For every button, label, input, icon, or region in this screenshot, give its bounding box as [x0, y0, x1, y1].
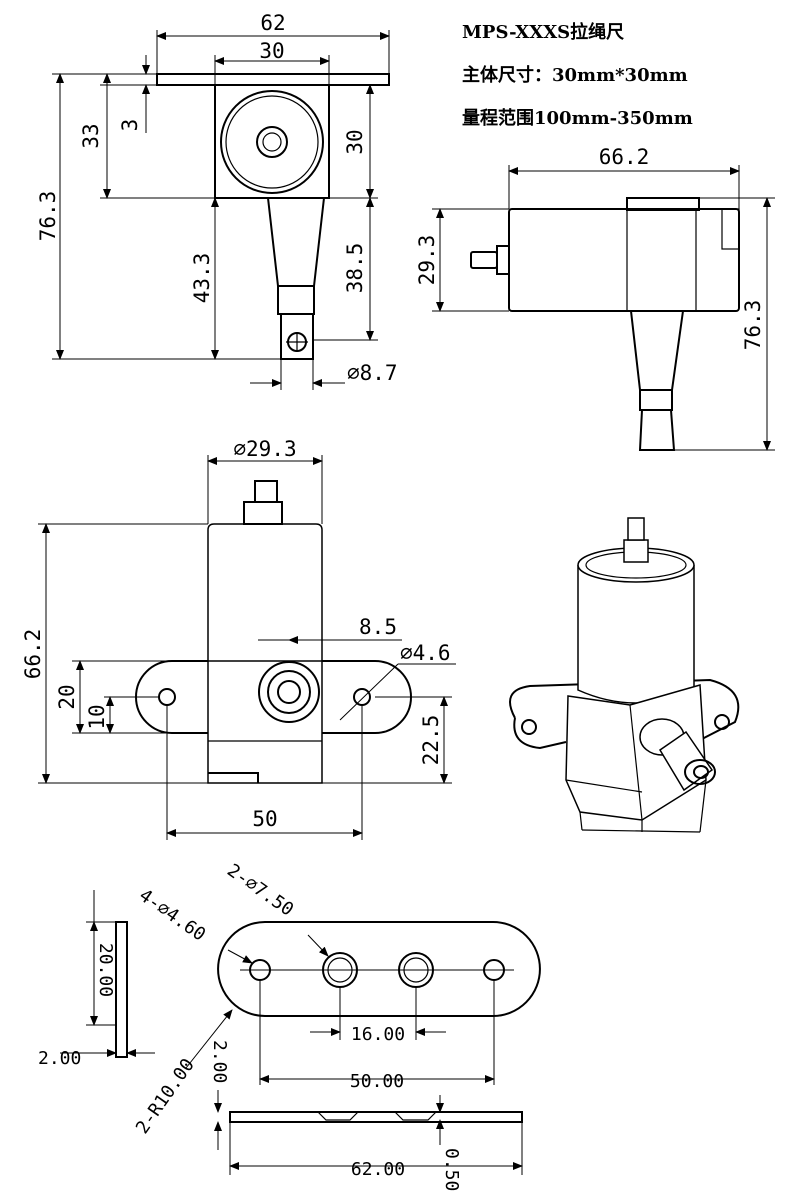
dim-62: 62 [260, 11, 285, 35]
dim-22-5: 22.5 [419, 715, 443, 766]
body-square [214, 84, 330, 199]
dim-30-top: 30 [259, 39, 284, 63]
spool-circle [220, 90, 324, 194]
dim-diameter-4-6: ⌀4.6 [400, 641, 451, 665]
label-4-holes: 4-⌀4.60 [135, 885, 209, 946]
dim-2-00-left: 2.00 [38, 1048, 81, 1069]
side-body [508, 208, 740, 312]
dim-33: 33 [79, 123, 103, 148]
iso-outlet [658, 730, 714, 792]
front-view: ⌀29.3 66.2 20 10 8.5 ⌀4.6 22.5 50 [21, 437, 456, 840]
body-size-text: 主体尺寸：30mm*30mm [462, 64, 688, 86]
dim-8-5: 8.5 [359, 615, 397, 639]
flange-plate [156, 73, 390, 86]
dim-29-3-side: 29.3 [415, 235, 439, 286]
shaft-circle [256, 126, 288, 158]
label-2-holes: 2-⌀7.50 [223, 860, 297, 921]
isometric-view [509, 517, 740, 833]
bracket-plate [217, 921, 541, 1017]
dim-0-50: 0.50 [441, 1148, 462, 1191]
dim-30-right: 30 [343, 129, 367, 154]
product-title: MPS-XXXS拉绳尺 [462, 21, 624, 43]
dim-20-front: 20 [55, 684, 79, 709]
dim-38-5: 38.5 [343, 243, 367, 294]
dim-50-00: 50.00 [350, 1071, 404, 1092]
iso-cylinder [577, 565, 695, 704]
dim-76-3-left: 76.3 [36, 191, 60, 242]
front-block [207, 660, 323, 784]
dim-20-00: 20.00 [95, 943, 116, 997]
dim-50-front: 50 [252, 807, 277, 831]
dim-10-front: 10 [85, 704, 109, 729]
label-radius: 2-R10.00 [132, 1055, 199, 1138]
side-cable-outlet [630, 310, 684, 391]
bracket-view: 20.00 2.00 4-⌀4.60 2-⌀7.50 2-R10.00 2.00… [38, 860, 541, 1191]
bracket-profile [229, 1111, 523, 1123]
dim-3: 3 [118, 119, 142, 132]
dim-diameter-29-3-front: ⌀29.3 [233, 437, 296, 461]
dim-16-00: 16.00 [351, 1024, 405, 1045]
dim-62-00: 62.00 [351, 1159, 405, 1180]
range-text: 量程范围100mm-350mm [462, 107, 693, 129]
bracket-side [115, 921, 128, 1058]
dim-2-00-mid: 2.00 [209, 1040, 230, 1083]
side-view: 66.2 29.3 76.3 [415, 145, 775, 451]
end-fitting [280, 313, 314, 360]
iso-flange [509, 678, 740, 741]
dim-66-2-front: 66.2 [21, 629, 45, 680]
dim-diameter-8-7: ⌀8.7 [347, 361, 398, 385]
front-flange [135, 660, 412, 734]
dim-66-2-side: 66.2 [599, 145, 650, 169]
dim-43-3: 43.3 [190, 253, 214, 304]
dim-76-3-side: 76.3 [741, 300, 765, 351]
iso-block [565, 684, 707, 821]
cable-outlet [267, 197, 325, 287]
top-view: 62 30 76.3 33 3 30 43.3 38.5 ⌀8.7 [36, 11, 398, 390]
